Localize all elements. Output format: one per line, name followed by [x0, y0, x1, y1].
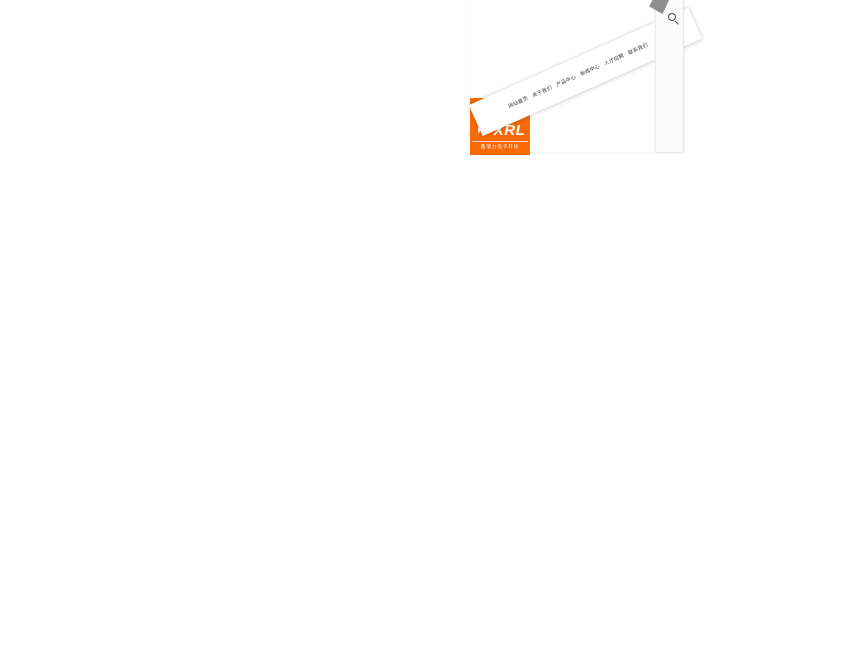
header-right-column [655, 0, 684, 152]
nav-item-about[interactable]: 关于我们 [531, 84, 554, 99]
nav-item-careers[interactable]: 人才招聘 [603, 52, 625, 67]
nav-item-news[interactable]: 新闻中心 [579, 63, 602, 78]
logo-sub-text: 鑫瑞力电子科技 [472, 141, 528, 150]
magnifier-handle-icon [674, 20, 679, 25]
nav-item-home[interactable]: 网站首页 [507, 95, 530, 110]
magnifier-icon [668, 13, 676, 21]
nav-item-contact[interactable]: 联系我们 [627, 41, 649, 56]
nav-item-products[interactable]: 产品中心 [555, 73, 578, 88]
search-button[interactable] [667, 12, 681, 26]
